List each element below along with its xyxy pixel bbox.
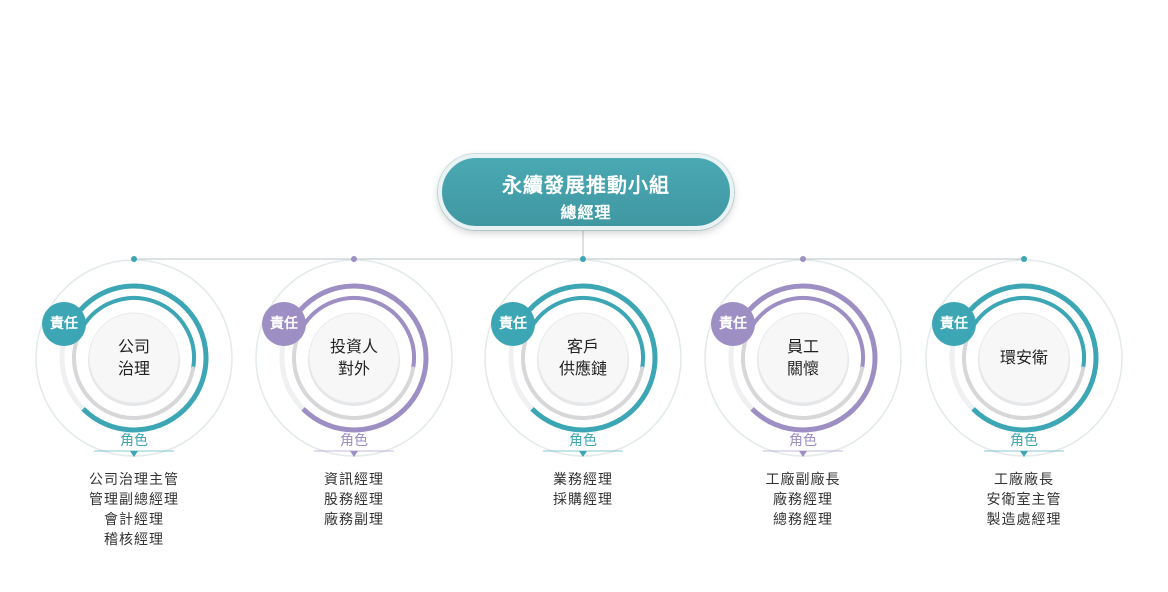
member-item: 總務經理 [773,512,833,528]
role-name-line: 治理 [117,359,150,378]
role-label: 角色 [120,433,148,449]
ring-group-1 [255,256,453,457]
progress-arc-inner-rest [741,326,865,420]
responsibility-badge: 責任 [491,302,535,346]
member-item: 資訊經理 [324,472,384,488]
role-pointer [579,451,587,457]
member-item: 廠務經理 [773,492,833,508]
role-name: 投資人對外 [264,336,444,380]
progress-arc-inner [300,296,416,371]
progress-arc-inner-rest [962,326,1086,420]
responsibility-badge: 責任 [711,302,755,346]
member-item: 工廠廠長 [994,472,1054,488]
committee-subtitle: 總經理 [560,203,612,222]
member-item: 廠務副理 [324,512,384,528]
role-pointer [130,451,138,457]
role-name-line: 對外 [337,359,370,378]
inner-disc [978,312,1070,404]
progress-arc-inner [749,296,865,371]
member-item: 採購經理 [553,492,613,508]
ring-group-4 [925,256,1123,457]
progress-arc-inner-rest [292,326,416,420]
inner-disc [88,312,180,404]
responsibility-badge: 責任 [262,302,306,346]
connector-dot [800,256,806,262]
member-item: 安衛室主管 [986,492,1062,508]
role-name: 公司治理 [44,336,224,380]
role-label: 角色 [1010,433,1038,449]
connector-dot [1021,256,1027,262]
connector-dot [351,256,357,262]
member-list: 資訊經理股務經理廠務副理 [264,470,444,530]
inner-disc [308,312,400,404]
member-list: 公司治理主管管理副總經理會計經理稽核經理 [44,470,224,550]
member-list: 業務經理採購經理 [493,470,673,510]
role-node-1: 責任投資人對外角色資訊經理股務經理廠務副理 [262,258,444,558]
member-item: 工廠副廠長 [765,472,841,488]
ring-group-3 [704,256,902,457]
progress-arc-outer [69,283,209,433]
progress-arc-outer [518,283,658,433]
member-list: 工廠廠長安衛室主管製造處經理 [934,470,1114,530]
role-node-3: 責任員工關懷角色工廠副廠長廠務經理總務經理 [711,258,893,558]
ring-group-2 [484,256,682,457]
committee-box: 永續發展推動小組 總經理 [438,154,734,230]
role-name-line: 供應鏈 [558,359,607,378]
role-name: 員工關懷 [713,336,893,380]
progress-arc-inner [529,296,645,371]
progress-arc-outer [289,283,429,433]
role-name-line: 投資人 [329,337,378,356]
role-pointer [799,451,807,457]
role-label: 角色 [789,433,817,449]
role-label: 角色 [569,433,597,449]
role-pointer [350,451,358,457]
role-name-line: 客戶 [566,337,599,356]
role-pointer [1020,451,1028,457]
inner-disc [757,312,849,404]
role-label: 角色 [340,433,368,449]
member-item: 製造處經理 [986,512,1062,528]
progress-arc-inner [80,296,196,371]
progress-arc-outer [738,283,878,433]
role-name: 客戶供應鏈 [493,336,673,380]
role-name: 環安衛 [934,347,1114,369]
member-item: 稽核經理 [104,532,164,548]
role-name-line: 關懷 [786,359,819,378]
ring-group-0 [35,256,233,457]
responsibility-badge: 責任 [932,302,976,346]
connector-dot [580,256,586,262]
inner-disc [537,312,629,404]
member-list: 工廠副廠長廠務經理總務經理 [713,470,893,530]
member-item: 公司治理主管 [89,472,179,488]
progress-arc-inner [970,296,1086,371]
member-item: 管理副總經理 [89,492,179,508]
role-node-0: 責任公司治理角色公司治理主管管理副總經理會計經理稽核經理 [42,258,224,558]
role-name-line: 環安衛 [999,348,1048,367]
role-node-2: 責任客戶供應鏈角色業務經理採購經理 [491,258,673,558]
connector-dot [131,256,137,262]
member-item: 業務經理 [553,472,613,488]
committee-title: 永續發展推動小組 [502,173,670,197]
progress-arc-inner-rest [521,326,645,420]
member-item: 股務經理 [324,492,384,508]
role-name-line: 公司 [117,337,150,356]
progress-arc-outer [959,283,1099,433]
member-item: 會計經理 [104,512,164,528]
role-name-line: 員工 [786,337,819,356]
responsibility-badge: 責任 [42,302,86,346]
progress-arc-inner-rest [72,326,196,420]
role-node-4: 責任環安衛角色工廠廠長安衛室主管製造處經理 [932,258,1114,558]
